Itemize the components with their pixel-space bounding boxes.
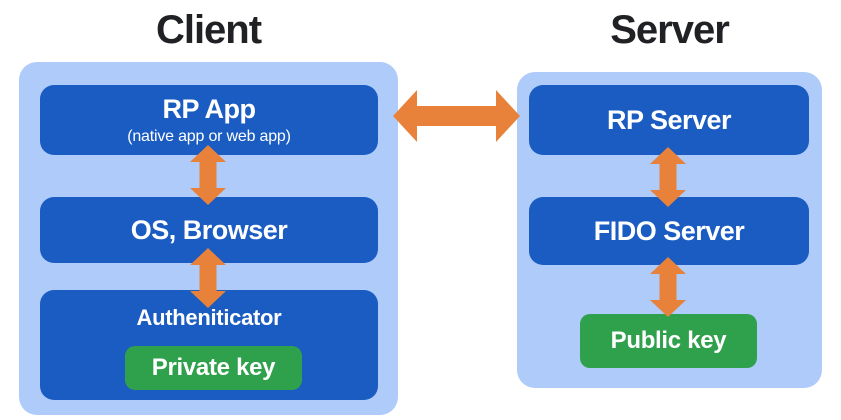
rp-app-label: RP App: [162, 94, 256, 124]
fido-server-box: FIDO Server: [529, 197, 809, 265]
public-key-box: Public key: [580, 314, 757, 368]
client-server-double-arrow-icon: [393, 90, 520, 142]
rp-app-box: RP App (native app or web app): [40, 85, 378, 155]
server-title: Server: [610, 8, 730, 52]
authenticator-box: Autheniticator: [40, 290, 378, 400]
private-key-label: Private key: [151, 354, 276, 381]
fido-server-label: FIDO Server: [593, 215, 745, 246]
rpserver-fidoserver-double-arrow-icon: [650, 147, 686, 207]
os-browser-label: OS, Browser: [130, 214, 288, 245]
public-key-label: Public key: [610, 327, 727, 354]
fidoserver-publickey-double-arrow-icon: [650, 257, 686, 317]
rp-server-box: RP Server: [529, 85, 809, 155]
rp-server-label: RP Server: [606, 104, 732, 135]
client-title: Client: [155, 8, 262, 52]
rp-app-sublabel: (native app or web app): [127, 128, 291, 145]
authenticator-label: Autheniticator: [136, 305, 282, 330]
rpapp-osbrowser-double-arrow-icon: [190, 145, 226, 205]
private-key-box: Private key: [125, 346, 302, 390]
osbrowser-authenticator-double-arrow-icon: [190, 248, 226, 308]
